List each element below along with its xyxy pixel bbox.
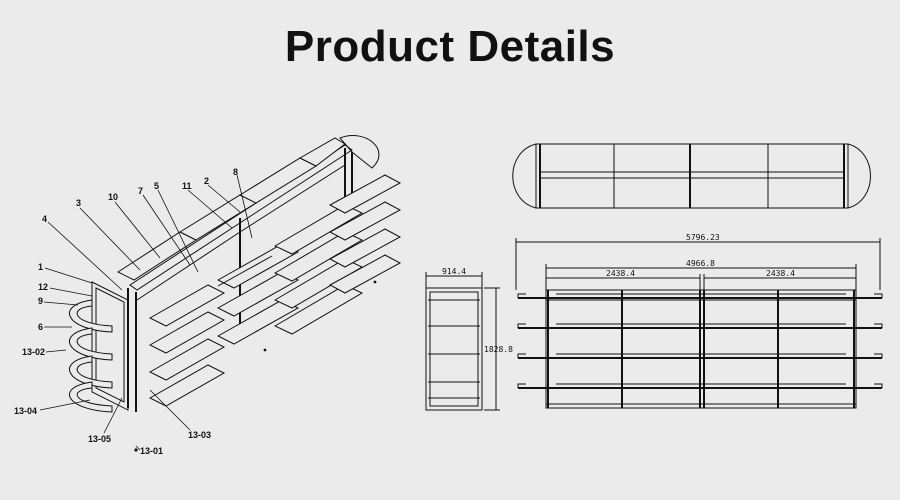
callout-7: 7 (138, 186, 143, 196)
front-shelves (517, 293, 883, 389)
callout-10: 10 (108, 192, 118, 202)
callout-9: 9 (38, 296, 43, 306)
front-view: 5796.23 4966.8 2438.4 2438.4 (515, 233, 883, 409)
plan-view (512, 143, 871, 209)
callout-13-01: 13-01 (140, 446, 163, 456)
callout-2: 2 (204, 176, 209, 186)
callout-13-03: 13-03 (188, 430, 211, 440)
callout-1: 1 (38, 262, 43, 272)
callout-6: 6 (38, 322, 43, 332)
dim-bay-right: 2438.4 (766, 269, 795, 278)
callout-labels: 4 3 10 7 5 11 2 8 1 12 9 6 13-02 13-04 1… (14, 167, 238, 456)
callout-5: 5 (154, 181, 159, 191)
callout-13-02: 13-02 (22, 347, 45, 357)
callout-13-04: 13-04 (14, 406, 37, 416)
callout-leaders (39, 174, 253, 451)
dim-frame-length: 4966.8 (686, 259, 715, 268)
callout-4: 4 (42, 214, 47, 224)
dim-bay-left: 2438.4 (606, 269, 635, 278)
side-view: 914.4 1828.8 (425, 267, 513, 411)
dim-overall-length: 5796.23 (686, 233, 720, 242)
callout-3: 3 (76, 198, 81, 208)
callout-8: 8 (233, 167, 238, 177)
callout-13-05: 13-05 (88, 434, 111, 444)
callout-11: 11 (182, 181, 192, 191)
dim-side-width: 914.4 (442, 267, 466, 276)
page-title: Product Details (284, 22, 616, 71)
callout-12: 12 (38, 282, 48, 292)
isometric-view (69, 135, 402, 452)
dim-side-height: 1828.8 (484, 345, 513, 354)
